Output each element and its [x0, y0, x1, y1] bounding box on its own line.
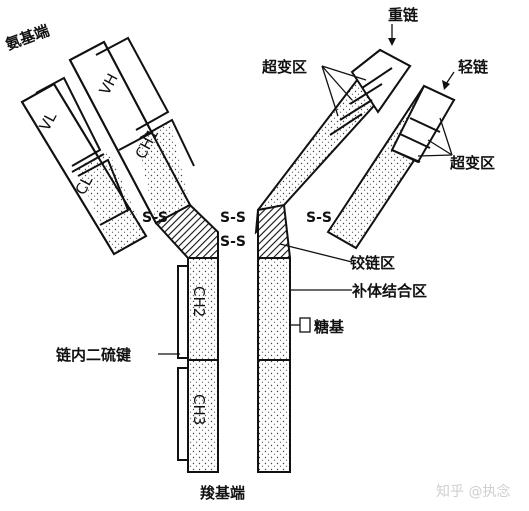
left-hinge: [154, 203, 219, 259]
intrachain-disulfide-label: 链内二硫键: [56, 346, 131, 364]
sugar-label: 糖基: [314, 318, 345, 336]
watermark: 知乎 @执念: [436, 483, 510, 500]
right-heavy-stem: [257, 257, 291, 473]
hinge-label: 铰链区: [350, 254, 395, 272]
hypervariable-heavy-label: 超变区: [261, 58, 307, 76]
heavy-chain-label: 重链: [388, 6, 419, 24]
left-heavy-chain: [68, 40, 219, 473]
ss-center-upper: S-S: [220, 210, 246, 226]
carboxyl-end-label: 羧基端: [200, 484, 245, 502]
right-light-chain: [326, 84, 456, 250]
light-chain-label: 轻链: [458, 58, 489, 76]
ss-left-upper: S-S: [142, 210, 168, 226]
ss-right-upper: S-S: [306, 210, 332, 226]
amino-end-label: 氨基端: [3, 21, 51, 53]
hypervariable-light-label: 超变区: [449, 154, 495, 172]
domain-ch3-label: CH3: [190, 394, 208, 425]
right-hinge: [257, 203, 292, 259]
left-heavy-stem: [187, 257, 219, 473]
label-leaders: [158, 24, 455, 355]
complement-site-label: 补体结合区: [351, 282, 427, 300]
ss-center-lower: S-S: [220, 234, 246, 250]
right-heavy-chain: [254, 48, 412, 473]
brackets-left: [35, 36, 195, 461]
domain-ch2-label: CH2: [190, 286, 208, 317]
